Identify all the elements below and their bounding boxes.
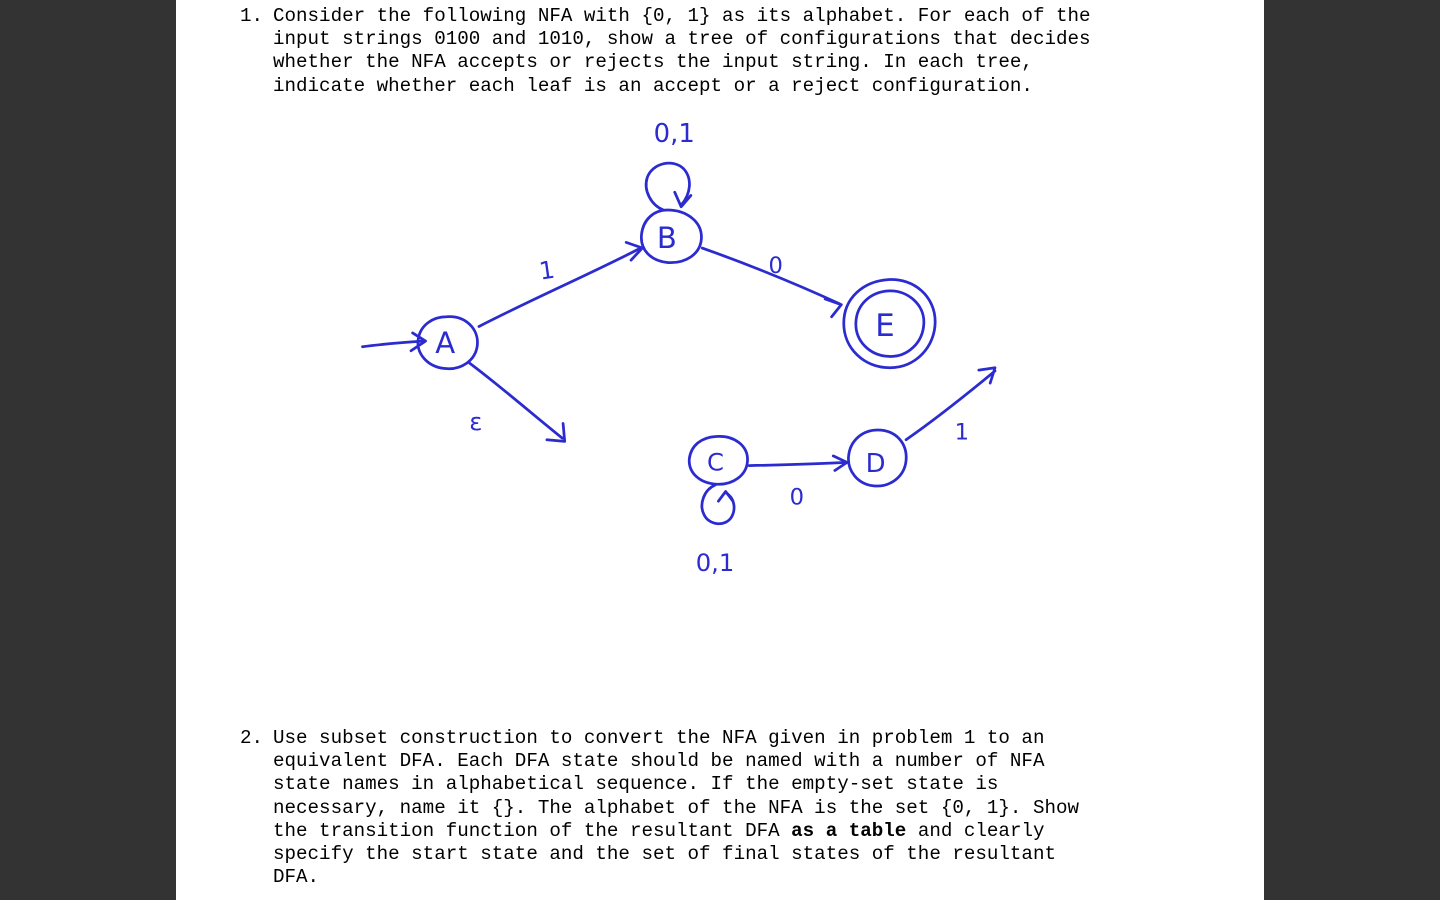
problem-2-line: equivalent DFA. Each DFA state should be…	[273, 750, 1045, 773]
state-d-label: D	[866, 449, 886, 479]
start-arrow	[361, 331, 427, 353]
problem-1-line: Consider the following NFA with {0, 1} a…	[273, 5, 1091, 27]
state-a: A	[416, 315, 479, 371]
problem-2-bold-phrase: as a table	[791, 819, 907, 842]
transition-a-c: ε	[467, 361, 567, 443]
problem-1-number: 1.	[240, 5, 264, 27]
problem-2-line: DFA.	[273, 866, 320, 889]
transition-a-b: 1	[477, 240, 644, 328]
nfa-diagram-svg: A B C D E	[361, 119, 997, 577]
problem-2-text-before-bold: the transition function of the resultant…	[273, 819, 792, 842]
transition-a-c-label: ε	[469, 407, 482, 436]
problem-2-line: necessary, name it {}. The alphabet of t…	[273, 796, 1080, 819]
problem-2-line: state names in alphabetical sequence. If…	[273, 773, 999, 796]
problem-1-line: indicate whether each leaf is an accept …	[273, 74, 1033, 97]
transition-c-d: 0	[747, 454, 849, 510]
transition-b-b-label: 0,1	[654, 119, 695, 149]
state-a-label: A	[435, 326, 455, 360]
problem-1: 1. Consider the following NFA with {0, 1…	[240, 5, 1091, 98]
problem-2-line: specify the start state and the set of f…	[273, 843, 1056, 866]
problem-2-line: Use subset construction to convert the N…	[273, 727, 1045, 749]
problem-2-number: 2.	[240, 727, 264, 749]
transition-d-e-label: 1	[955, 420, 969, 446]
transition-c-c-label: 0,1	[696, 548, 735, 577]
problem-1-line: input strings 0100 and 1010, show a tree…	[273, 28, 1091, 51]
transition-b-e-label: 0	[769, 253, 783, 279]
state-e-label: E	[875, 308, 894, 344]
transition-d-e: 1	[904, 366, 997, 446]
nfa-diagram: A B C D E	[356, 100, 1084, 705]
transition-c-c: 0,1	[696, 483, 736, 577]
transition-a-b-label: 1	[537, 255, 556, 286]
state-c-label: C	[707, 447, 724, 476]
problem-1-text: Consider the following NFA with {0, 1} a…	[273, 5, 1091, 98]
problem-2-text-after-bold: and clearly	[906, 819, 1045, 842]
problem-2-text: Use subset construction to convert the N…	[273, 727, 1079, 889]
transition-c-d-label: 0	[790, 484, 804, 510]
state-c: C	[687, 435, 749, 486]
state-e: E	[842, 278, 937, 370]
problem-1-line: whether the NFA accepts or rejects the i…	[273, 51, 1033, 74]
transition-b-b: 0,1	[644, 119, 695, 212]
problem-2: 2. Use subset construction to convert th…	[240, 727, 1079, 889]
state-b: B	[640, 208, 703, 264]
state-d: D	[847, 428, 908, 488]
transition-b-e: 0	[700, 246, 843, 319]
state-b-label: B	[657, 221, 677, 255]
problem-2-line: the transition function of the resultant…	[273, 820, 1079, 843]
document-page: 1. Consider the following NFA with {0, 1…	[176, 0, 1264, 900]
